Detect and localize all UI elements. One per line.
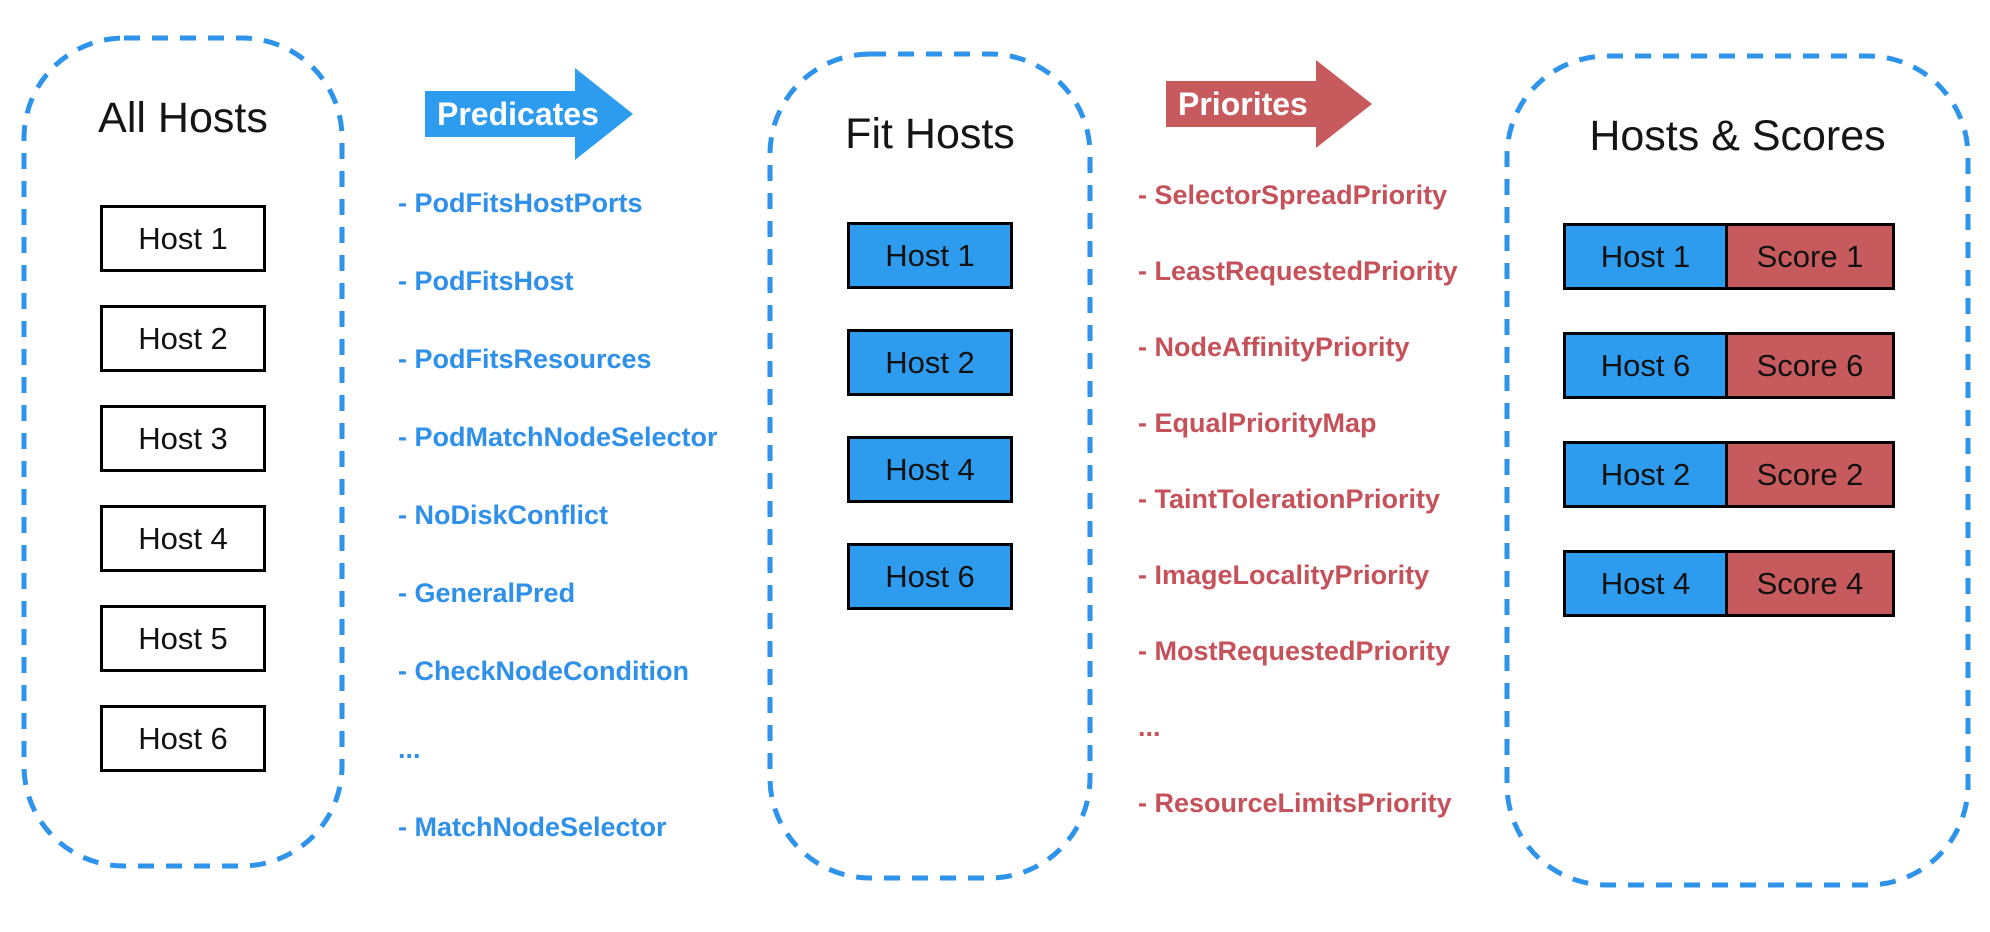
priority-item: - SelectorSpreadPriority (1138, 180, 1448, 210)
host-cell: Host 1 (1563, 223, 1728, 290)
priority-item: - ResourceLimitsPriority (1138, 788, 1452, 818)
predicate-item: - NoDiskConflict (398, 500, 609, 530)
fit-hosts-panel: Fit Hosts Host 1 Host 2 Host 4 Host 6 (770, 54, 1090, 878)
priorities-arrow-head-icon (1316, 60, 1372, 148)
predicates-arrow-head-icon (575, 68, 633, 160)
all-hosts-list: Host 1 Host 2 Host 3 Host 4 Host 5 Host … (100, 205, 266, 772)
host-box: Host 2 (100, 305, 266, 372)
host-box: Host 1 (100, 205, 266, 272)
priorities-arrow-label: Priorites (1178, 85, 1308, 122)
all-hosts-outline (21, 35, 345, 869)
predicate-item: - PodMatchNodeSelector (398, 422, 718, 452)
priority-item: - NodeAffinityPriority (1138, 332, 1410, 362)
predicate-item: - CheckNodeCondition (398, 656, 689, 686)
hosts-scores-panel: Hosts & Scores Host 1 Score 1 Host 6 Sco… (1507, 56, 1968, 885)
host-cell: Host 2 (1563, 441, 1728, 508)
priority-item: - ImageLocalityPriority (1138, 560, 1430, 590)
predicates-arrow: Predicates (425, 68, 633, 160)
fit-host-box: Host 4 (847, 436, 1013, 503)
host-score-row: Host 2 Score 2 (1563, 441, 1895, 508)
host-cell: Host 6 (1563, 332, 1728, 399)
score-cell: Score 1 (1728, 223, 1895, 290)
host-box: Host 5 (100, 605, 266, 672)
predicate-item: - MatchNodeSelector (398, 812, 667, 842)
score-cell: Score 4 (1728, 550, 1895, 617)
all-hosts-panel: All Hosts Host 1 Host 2 Host 3 Host 4 Ho… (24, 38, 342, 866)
host-score-row: Host 4 Score 4 (1563, 550, 1895, 617)
host-box: Host 4 (100, 505, 266, 572)
fit-hosts-list: Host 1 Host 2 Host 4 Host 6 (847, 222, 1013, 610)
predicates-list: - PodFitsHostPorts - PodFitsHost - PodFi… (398, 188, 718, 842)
predicate-item: - PodFitsResources (398, 344, 652, 374)
priority-item: - LeastRequestedPriority (1138, 256, 1458, 286)
predicates-arrow-label: Predicates (437, 95, 599, 132)
priorities-list: - SelectorSpreadPriority - LeastRequeste… (1138, 180, 1458, 818)
host-box: Host 6 (100, 705, 266, 772)
predicate-item: - GeneralPred (398, 578, 576, 608)
hosts-scores-outline (1504, 53, 1971, 888)
fit-host-box: Host 6 (847, 543, 1013, 610)
host-cell: Host 4 (1563, 550, 1728, 617)
score-cell: Score 6 (1728, 332, 1895, 399)
host-box: Host 3 (100, 405, 266, 472)
priority-item-ellipsis: ... (1138, 712, 1161, 742)
priorities-arrow-body: Priorites (1166, 81, 1316, 127)
hosts-scores-title: Hosts & Scores (1589, 112, 1886, 160)
all-hosts-title: All Hosts (98, 94, 268, 142)
predicate-item: - PodFitsHost (398, 266, 574, 296)
predicates-arrow-body: Predicates (425, 91, 599, 137)
fit-host-box: Host 1 (847, 222, 1013, 289)
score-cell: Score 2 (1728, 441, 1895, 508)
priority-item: - MostRequestedPriority (1138, 636, 1451, 666)
host-score-row: Host 6 Score 6 (1563, 332, 1895, 399)
predicate-item: - PodFitsHostPorts (398, 188, 643, 218)
fit-hosts-outline (767, 51, 1093, 881)
priorities-arrow: Priorites (1166, 60, 1372, 148)
host-score-row: Host 1 Score 1 (1563, 223, 1895, 290)
priority-item: - TaintTolerationPriority (1138, 484, 1441, 514)
predicate-item-ellipsis: ... (398, 734, 421, 764)
priority-item: - EqualPriorityMap (1138, 408, 1377, 438)
hosts-scores-rows: Host 1 Score 1 Host 6 Score 6 Host 2 Sco… (1563, 223, 1895, 617)
fit-hosts-title: Fit Hosts (845, 110, 1015, 158)
fit-host-box: Host 2 (847, 329, 1013, 396)
